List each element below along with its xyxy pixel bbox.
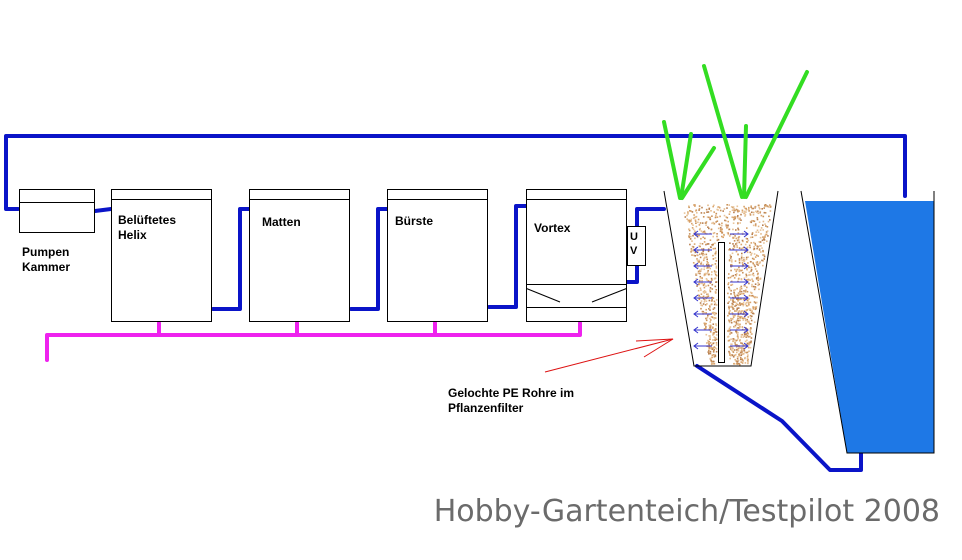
chambers bbox=[19, 189, 646, 322]
watermark: Hobby-Gartenteich/Testpilot 2008 bbox=[433, 494, 940, 529]
helix-sublabel: Helix bbox=[118, 228, 147, 242]
pond-walls bbox=[800, 190, 935, 454]
plant-filter-walls bbox=[663, 190, 779, 367]
helix-chamber bbox=[111, 189, 212, 322]
annotation-line-2: Pflanzenfilter bbox=[448, 401, 524, 415]
plants bbox=[662, 64, 809, 200]
uv-v-label: V bbox=[630, 245, 638, 257]
pe-pipes-annotation: Gelochte PE Rohre im Pflanzenfilter bbox=[448, 386, 574, 416]
pipe-uv-plantfilter bbox=[635, 207, 666, 228]
pipe-plantfilter-pond bbox=[695, 364, 863, 472]
flow-arrows bbox=[693, 230, 749, 350]
pipe-vortex-uv bbox=[625, 264, 639, 284]
vortex-chamber bbox=[526, 189, 627, 322]
pump-chamber bbox=[19, 189, 95, 233]
pond-water bbox=[805, 201, 934, 453]
vortex-label: Vortex bbox=[534, 221, 571, 235]
uv-label: U V bbox=[630, 230, 638, 258]
helix-label: Belüftetes Helix bbox=[118, 213, 176, 243]
buerste-label: Bürste bbox=[395, 214, 434, 228]
buerste-chamber bbox=[387, 189, 488, 322]
pipe-helix-matten bbox=[211, 207, 252, 311]
pipe-matten-buerste bbox=[349, 207, 390, 311]
pe-pipe bbox=[718, 242, 725, 363]
pipe-pump-helix bbox=[93, 207, 113, 213]
pipe-buerste-vortex bbox=[487, 204, 529, 309]
pond bbox=[800, 190, 935, 454]
pumpen-label: Pumpen bbox=[22, 245, 70, 259]
uv-unit bbox=[627, 226, 646, 266]
matten-chamber bbox=[249, 189, 350, 322]
uv-u-label: U bbox=[630, 231, 638, 243]
air-main-pipe bbox=[45, 321, 582, 362]
annotation-line-1: Gelochte PE Rohre im bbox=[448, 386, 575, 400]
kammer-label: Kammer bbox=[22, 260, 71, 274]
air-pipes bbox=[45, 321, 582, 362]
belueftetes-label: Belüftetes bbox=[118, 213, 177, 227]
water-pipes bbox=[4, 134, 907, 472]
matten-label: Matten bbox=[262, 215, 301, 229]
pointer-arrow bbox=[544, 338, 674, 373]
plant-filter bbox=[663, 190, 779, 367]
return-pipe bbox=[4, 134, 907, 211]
pump-chamber-label: Pumpen Kammer bbox=[22, 245, 70, 275]
